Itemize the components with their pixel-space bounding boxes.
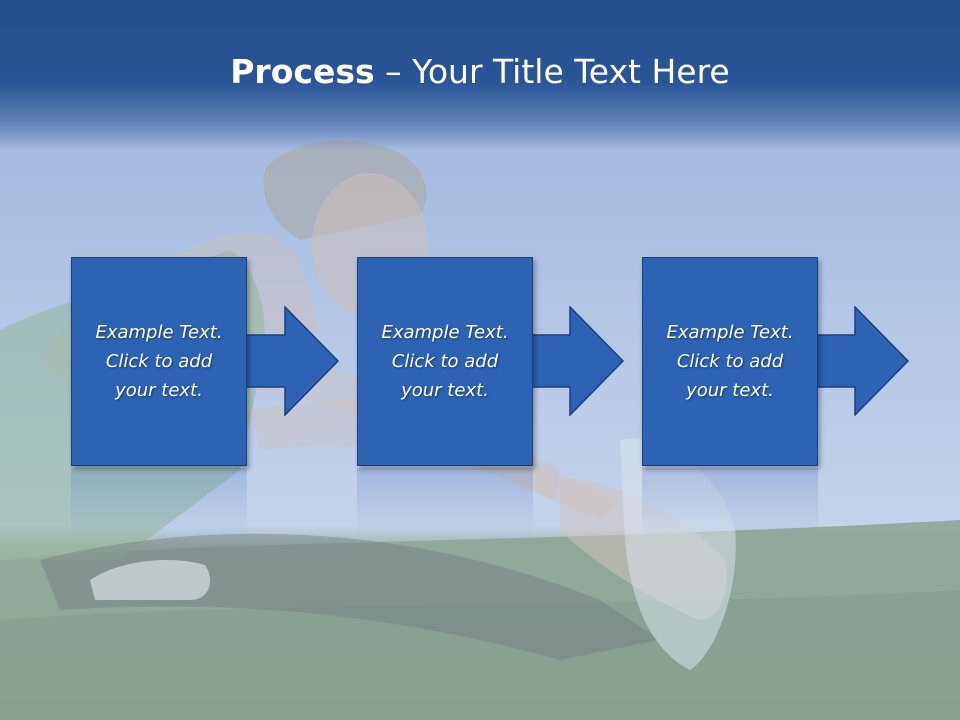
step-1-reflection	[71, 468, 247, 538]
step-3-box[interactable]: Example Text. Click to add your text.	[642, 257, 818, 466]
slide-title-rest: – Your Title Text Here	[374, 52, 730, 91]
step-3-line-3: your text.	[686, 380, 774, 401]
step-3-text: Example Text. Click to add your text.	[666, 318, 793, 405]
step-3-line-1: Example Text.	[666, 322, 794, 343]
step-2-box[interactable]: Example Text. Click to add your text.	[357, 257, 533, 466]
step-2-arrow-icon	[530, 306, 625, 416]
step-2-reflection	[357, 468, 533, 538]
step-1-line-3: your text.	[115, 380, 203, 401]
step-1-line-1: Example Text.	[95, 322, 223, 343]
step-1-text: Example Text. Click to add your text.	[95, 318, 222, 405]
step-2-line-3: your text.	[401, 380, 489, 401]
title-band	[0, 0, 960, 150]
step-1-arrow-icon	[245, 306, 340, 416]
step-2-line-1: Example Text.	[381, 322, 509, 343]
slide-title: Process – Your Title Text Here	[0, 52, 960, 91]
step-3-arrow-icon	[815, 306, 910, 416]
step-2-text: Example Text. Click to add your text.	[381, 318, 508, 405]
step-3-reflection	[642, 468, 818, 538]
step-3-line-2: Click to add	[676, 351, 784, 372]
step-2-line-2: Click to add	[391, 351, 499, 372]
slide-title-bold: Process	[230, 52, 375, 91]
step-1-box[interactable]: Example Text. Click to add your text.	[71, 257, 247, 466]
step-1-line-2: Click to add	[105, 351, 213, 372]
